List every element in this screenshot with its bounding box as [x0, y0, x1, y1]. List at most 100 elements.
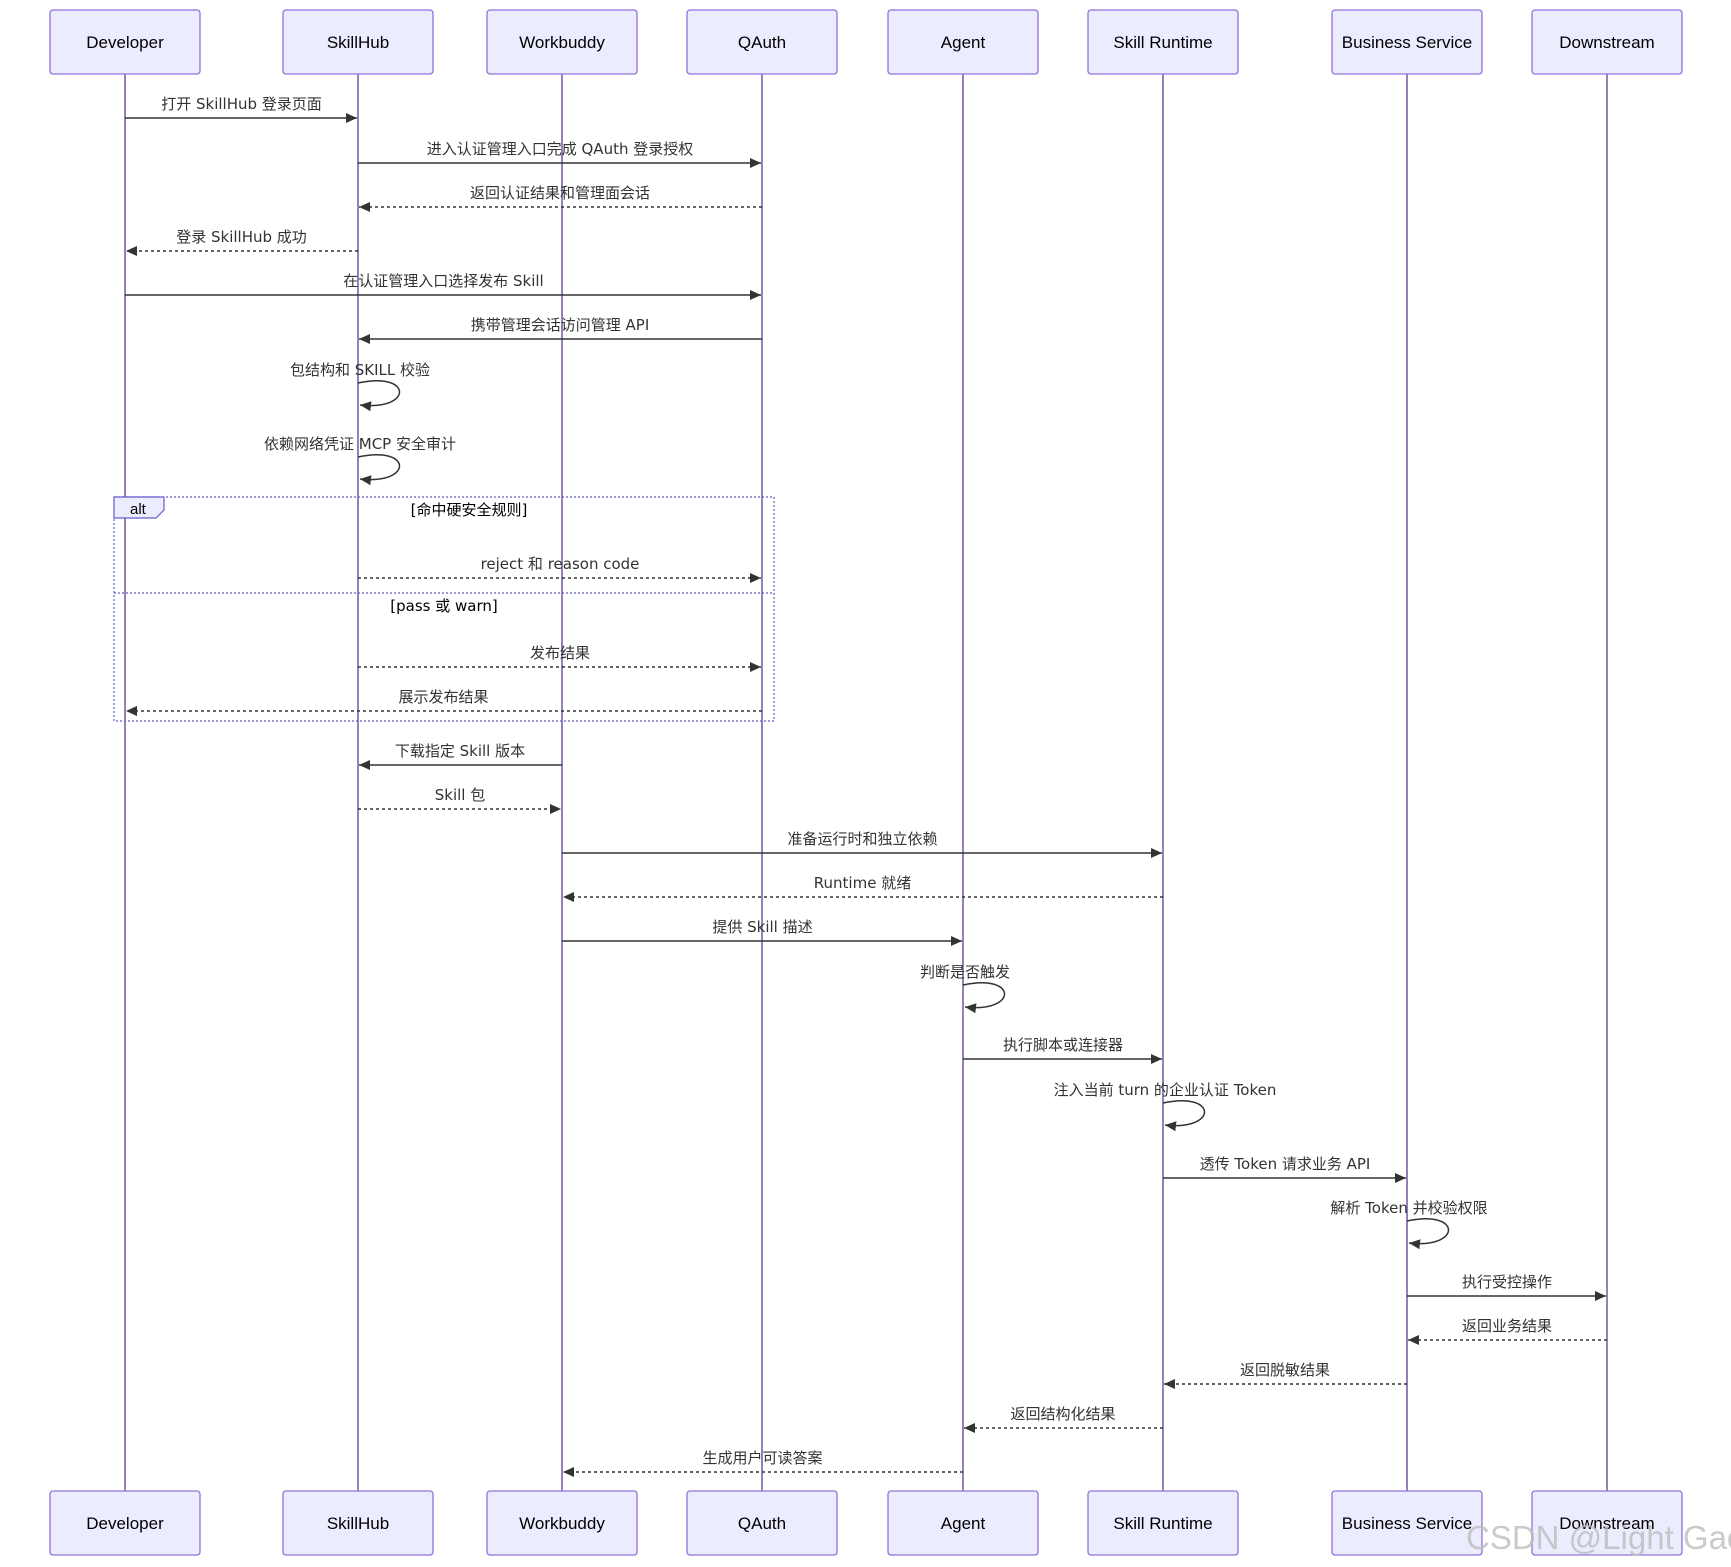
message-label: reject 和 reason code — [481, 555, 640, 573]
actor-label: Skill Runtime — [1113, 1514, 1212, 1533]
actor-box — [686, 1490, 838, 1556]
message-6: 携带管理会话访问管理 API — [359, 316, 762, 344]
actor-wb-bottom: Workbuddy — [486, 1490, 638, 1556]
actor-rt-top: Skill Runtime — [1087, 9, 1239, 75]
message-label: 返回脱敏结果 — [1240, 1361, 1330, 1379]
self-message-arrow — [1162, 1100, 1206, 1132]
actor-label: Business Service — [1342, 33, 1472, 52]
actor-box — [887, 9, 1039, 75]
message-13: Skill 包 — [358, 786, 561, 814]
alt-frame — [113, 496, 775, 722]
self-message-arrow — [357, 380, 401, 412]
actor-label: QAuth — [738, 1514, 786, 1533]
actor-box — [1087, 1490, 1239, 1556]
actor-box — [686, 9, 838, 75]
actor-wb-top: Workbuddy — [486, 9, 638, 75]
actor-label: SkillHub — [327, 1514, 389, 1533]
message-23: 返回业务结果 — [1408, 1317, 1607, 1345]
actor-label: Agent — [941, 1514, 986, 1533]
actor-dev-top: Developer — [49, 9, 201, 75]
message-10: 发布结果 — [358, 644, 761, 672]
actor-label: Workbuddy — [519, 33, 605, 52]
message-label: 执行受控操作 — [1462, 1273, 1552, 1291]
message-label: 展示发布结果 — [398, 688, 488, 706]
actor-label: Downstream — [1559, 33, 1654, 52]
self-message-arrow — [357, 454, 401, 486]
message-label: 发布结果 — [530, 644, 590, 662]
message-label: 在认证管理入口选择发布 Skill — [343, 272, 543, 290]
alt-condition-2: [pass 或 warn] — [390, 597, 497, 615]
actor-box — [486, 1490, 638, 1556]
actor-box — [1531, 9, 1683, 75]
message-17: 判断是否触发 — [920, 963, 1010, 1014]
actor-label: Developer — [86, 1514, 164, 1533]
actor-box — [486, 9, 638, 75]
message-label: 提供 Skill 描述 — [712, 918, 812, 936]
message-16: 提供 Skill 描述 — [562, 918, 962, 946]
message-label: 解析 Token 并校验权限 — [1330, 1199, 1487, 1217]
actor-label: Business Service — [1342, 1514, 1472, 1533]
actor-rt-bottom: Skill Runtime — [1087, 1490, 1239, 1556]
message-1: 打开 SkillHub 登录页面 — [125, 95, 357, 123]
actor-box — [49, 1490, 201, 1556]
message-15: Runtime 就绪 — [563, 874, 1163, 902]
actor-label: SkillHub — [327, 33, 389, 52]
actor-box — [1087, 9, 1239, 75]
actor-bs-bottom: Business Service — [1331, 1490, 1483, 1556]
actor-box — [1531, 1490, 1683, 1556]
message-label: 执行脚本或连接器 — [1003, 1036, 1123, 1054]
message-22: 执行受控操作 — [1407, 1273, 1606, 1301]
actor-label: Developer — [86, 33, 164, 52]
message-label: 注入当前 turn 的企业认证 Token — [1054, 1081, 1277, 1099]
message-26: 生成用户可读答案 — [563, 1449, 963, 1477]
message-4: 登录 SkillHub 成功 — [126, 228, 358, 256]
actor-agent-top: Agent — [887, 9, 1039, 75]
message-3: 返回认证结果和管理面会话 — [359, 184, 762, 212]
alt-tab — [113, 496, 165, 519]
actor-label: Agent — [941, 33, 986, 52]
message-label: 进入认证管理入口完成 QAuth 登录授权 — [427, 140, 694, 158]
actor-hub-bottom: SkillHub — [282, 1490, 434, 1556]
actor-qa-top: QAuth — [686, 9, 838, 75]
message-7: 包结构和 SKILL 校验 — [290, 361, 430, 412]
message-label: Runtime 就绪 — [814, 874, 911, 892]
alt-label: alt — [130, 501, 147, 518]
actor-box — [282, 9, 434, 75]
message-24: 返回脱敏结果 — [1164, 1361, 1407, 1389]
actor-dev-bottom: Developer — [49, 1490, 201, 1556]
message-label: 下载指定 Skill 版本 — [395, 742, 525, 760]
message-25: 返回结构化结果 — [964, 1405, 1163, 1433]
actor-label: QAuth — [738, 33, 786, 52]
message-label: 携带管理会话访问管理 API — [471, 316, 650, 334]
actor-box — [1331, 1490, 1483, 1556]
message-label: 包结构和 SKILL 校验 — [290, 361, 430, 379]
message-label: 返回业务结果 — [1462, 1317, 1552, 1335]
self-message-arrow — [962, 982, 1006, 1014]
message-2: 进入认证管理入口完成 QAuth 登录授权 — [358, 140, 761, 168]
message-label: 返回认证结果和管理面会话 — [470, 184, 650, 202]
actor-box — [887, 1490, 1039, 1556]
actor-agent-bottom: Agent — [887, 1490, 1039, 1556]
actor-qa-bottom: QAuth — [686, 1490, 838, 1556]
message-label: Skill 包 — [435, 786, 485, 804]
message-label: 打开 SkillHub 登录页面 — [161, 95, 322, 113]
message-12: 下载指定 Skill 版本 — [359, 742, 562, 770]
message-label: 透传 Token 请求业务 API — [1200, 1155, 1371, 1173]
actor-ds-bottom: Downstream — [1531, 1490, 1683, 1556]
message-11: 展示发布结果 — [126, 688, 762, 716]
actor-label: Skill Runtime — [1113, 33, 1212, 52]
message-14: 准备运行时和独立依赖 — [562, 830, 1162, 858]
watermark: CSDN @Light Gao — [1466, 1519, 1731, 1556]
message-label: 返回结构化结果 — [1010, 1405, 1115, 1423]
actor-box — [49, 9, 201, 75]
alt-condition-1: [命中硬安全规则] — [411, 501, 528, 519]
message-21: 解析 Token 并校验权限 — [1330, 1199, 1488, 1250]
message-20: 透传 Token 请求业务 API — [1163, 1155, 1406, 1183]
message-label: 判断是否触发 — [920, 963, 1010, 981]
message-19: 注入当前 turn 的企业认证 Token — [1054, 1081, 1277, 1132]
message-18: 执行脚本或连接器 — [963, 1036, 1162, 1064]
message-8: 依赖网络凭证 MCP 安全审计 — [264, 435, 456, 486]
actor-box — [1331, 9, 1483, 75]
actor-bs-top: Business Service — [1331, 9, 1483, 75]
